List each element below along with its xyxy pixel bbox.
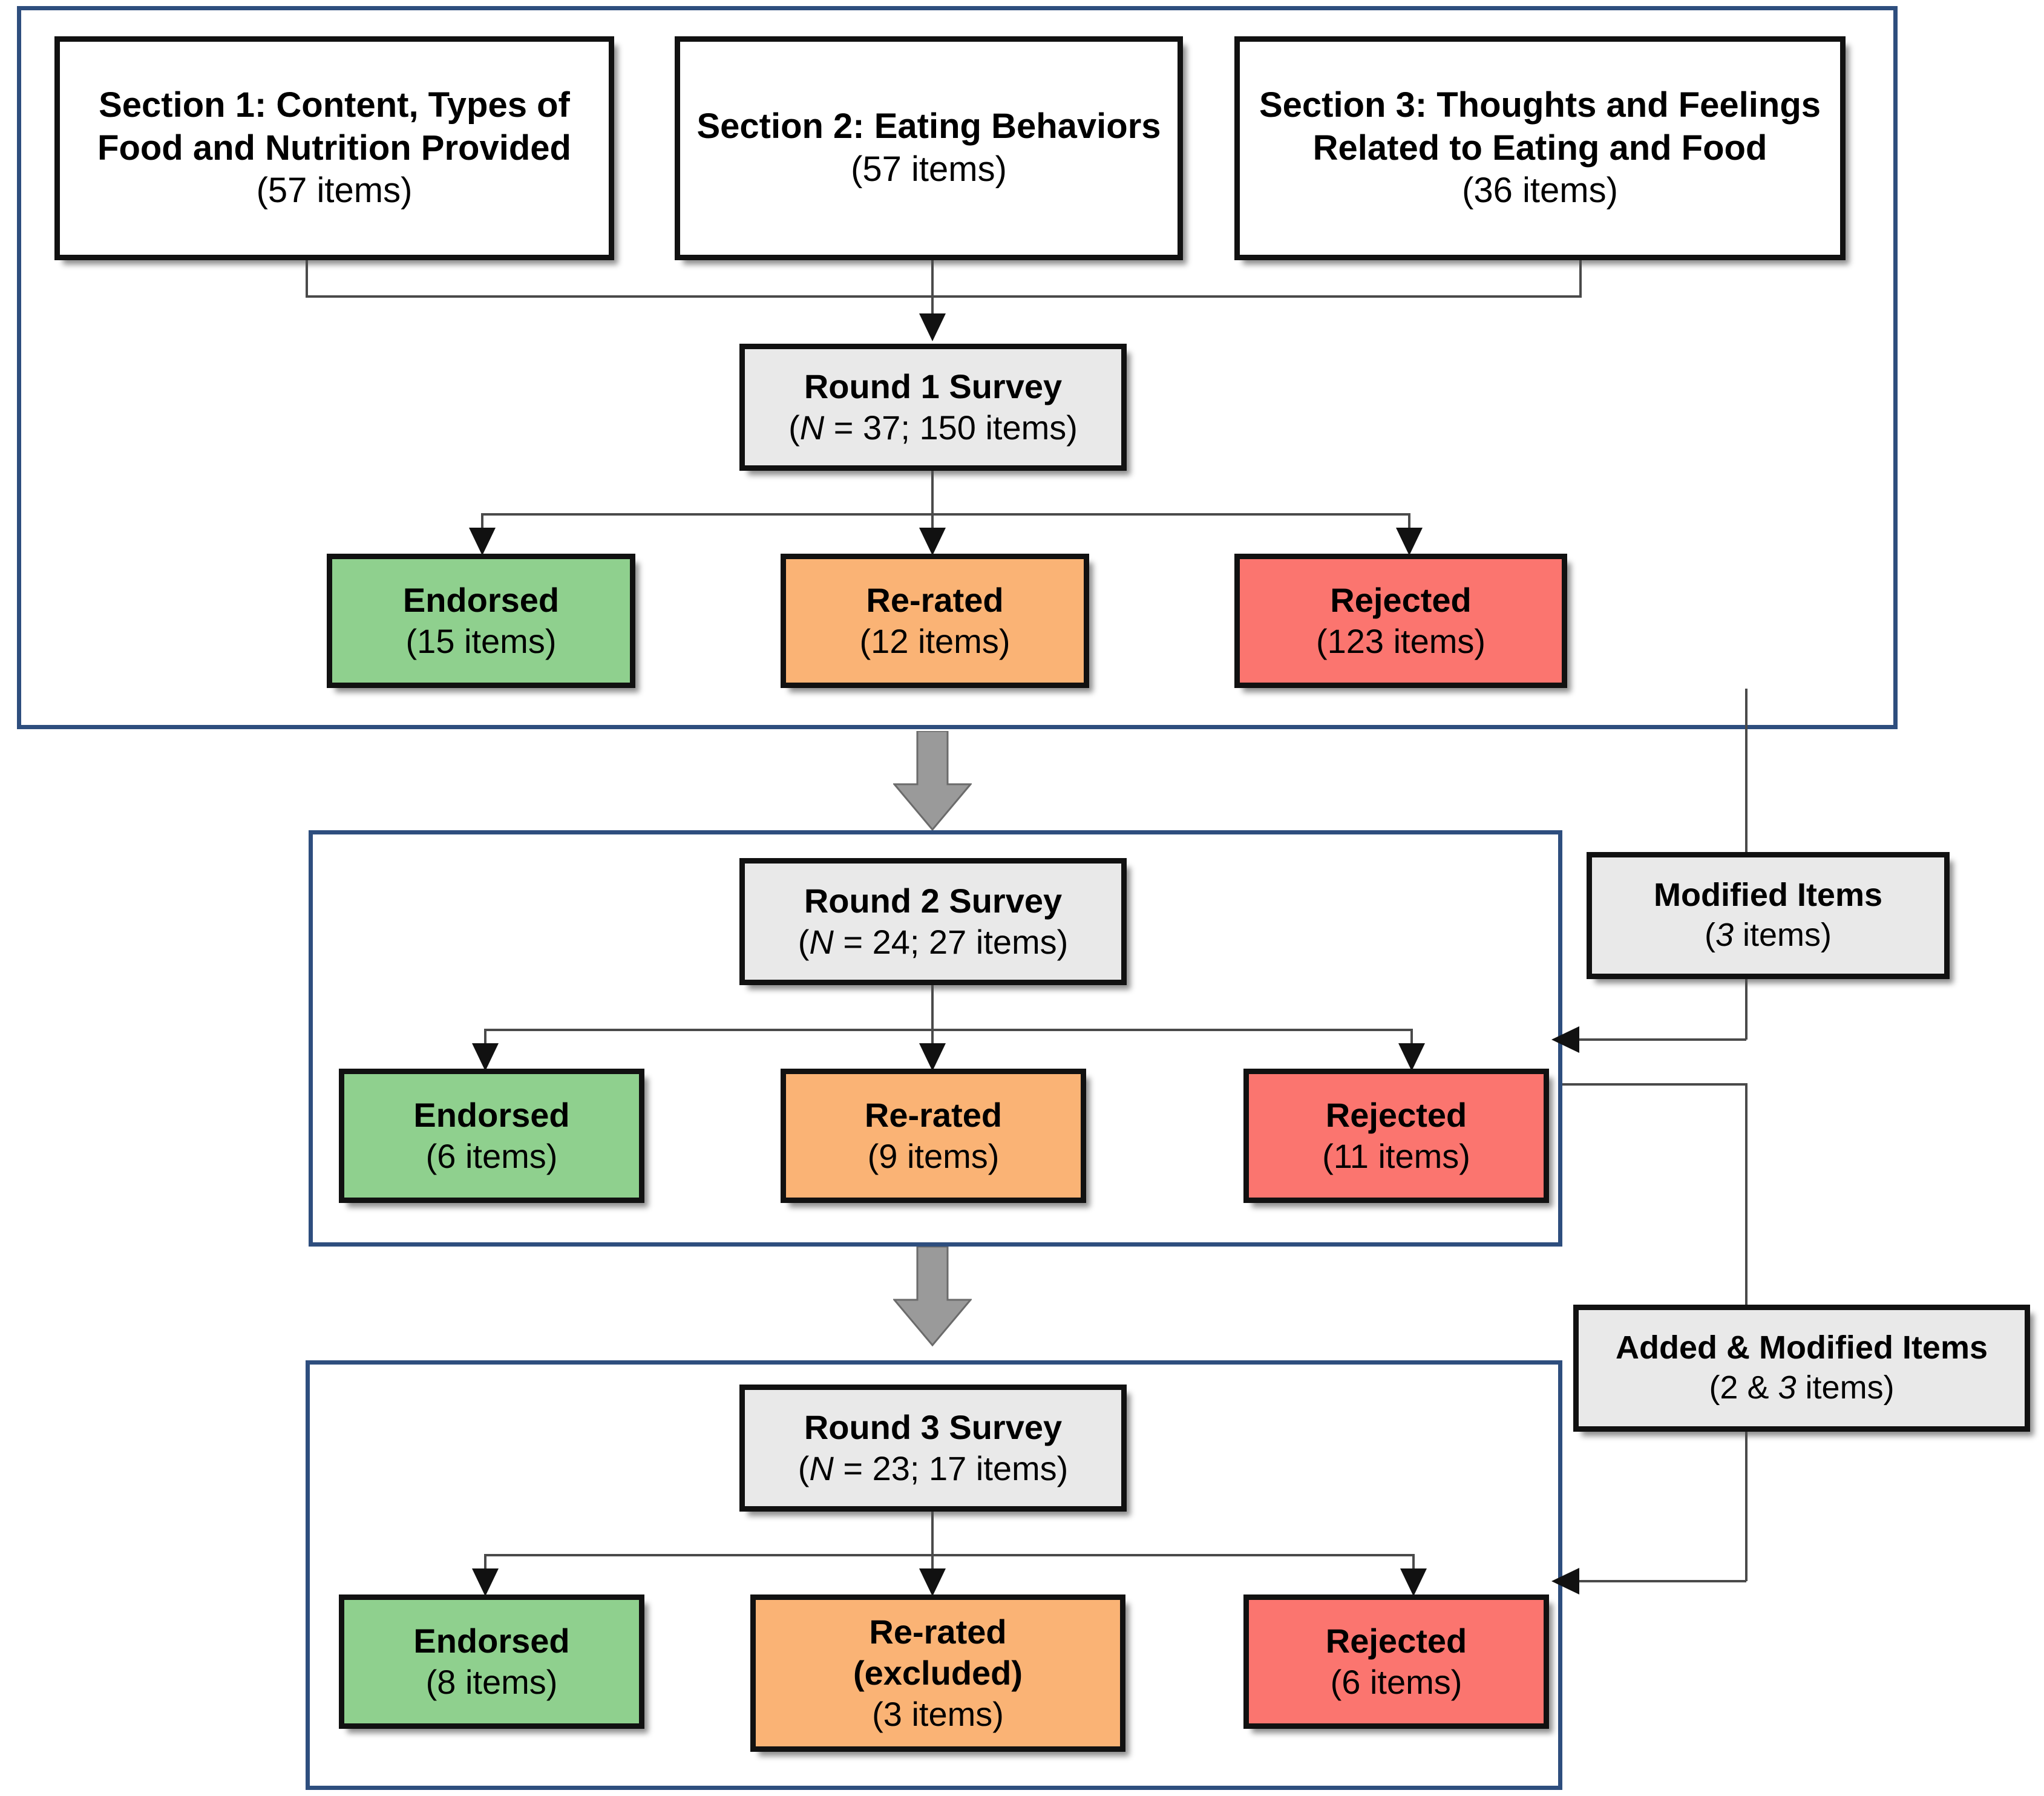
round-1-split-stem	[931, 471, 934, 514]
modified-items-box[interactable]: Modified Items (3 items)	[1587, 852, 1950, 979]
round-3-rerated-box[interactable]: Re-rated (excluded) (3 items)	[750, 1594, 1125, 1752]
round-2-rejected-box[interactable]: Rejected (11 items)	[1243, 1069, 1549, 1203]
round-2-rerated-box[interactable]: Re-rated (9 items)	[781, 1069, 1086, 1203]
round-2-survey-box[interactable]: Round 2 Survey (N = 24; 27 items)	[739, 858, 1127, 985]
added-modified-items-box[interactable]: Added & Modified Items (2 & 3 items)	[1573, 1305, 2030, 1432]
modified-items-out-line	[1745, 979, 1748, 1040]
round-1-endorsed-arrowhead	[469, 528, 496, 556]
round-2-rejected-count: (11 items)	[1322, 1137, 1470, 1175]
round-3-rerated-label2: (excluded)	[853, 1653, 1023, 1692]
round-1-split-bar	[481, 513, 1410, 516]
section-3-title-line1: Section 3: Thoughts and Feelings	[1259, 85, 1821, 125]
round-2-endorsed-label: Endorsed	[413, 1095, 570, 1134]
round-2-feedback-out-line	[1562, 1083, 1746, 1086]
section-3-drop-line	[1579, 260, 1582, 297]
section-1-title-line2: Food and Nutrition Provided	[97, 128, 571, 168]
round-1-survey-title: Round 1 Survey	[804, 367, 1063, 405]
round-2-split-bar	[484, 1029, 1413, 1031]
round-2-split-stem	[931, 985, 934, 1030]
modified-items-count: (3 items)	[1704, 917, 1832, 953]
round-3-survey-box[interactable]: Round 3 Survey (N = 23; 17 items)	[739, 1385, 1127, 1512]
round-1-rerated-box[interactable]: Re-rated (12 items)	[781, 554, 1089, 688]
round-2-rejected-arrowhead	[1398, 1043, 1425, 1071]
round-1-rejected-count: (123 items)	[1315, 622, 1486, 660]
added-modified-to-round-3-line	[1579, 1580, 1746, 1582]
section-2-title-line1: Section 2: Eating Behaviors	[696, 107, 1161, 146]
round-3-rejected-label: Rejected	[1325, 1621, 1467, 1660]
section-merge-bar	[306, 295, 1582, 298]
modified-items-arrowhead	[1551, 1026, 1579, 1053]
round-3-rejected-box[interactable]: Rejected (6 items)	[1243, 1594, 1549, 1729]
round-1-branch-right	[1408, 513, 1410, 539]
added-modified-arrowhead	[1551, 1568, 1579, 1594]
round-2-rerated-count: (9 items)	[867, 1137, 1000, 1175]
round-1-survey-box[interactable]: Round 1 Survey (N = 37; 150 items)	[739, 344, 1127, 471]
round-2-branch-left	[484, 1029, 486, 1054]
round-2-to-round-3-block-arrow	[893, 1247, 972, 1346]
section-3-box[interactable]: Section 3: Thoughts and Feelings Related…	[1234, 36, 1846, 260]
added-modified-items-title: Added & Modified Items	[1615, 1329, 1988, 1366]
round-1-rerated-label: Re-rated	[866, 580, 1004, 619]
round-3-rerated-count: (3 items)	[872, 1695, 1004, 1734]
round-3-branch-mid	[931, 1554, 934, 1579]
modified-items-to-round-2-line	[1579, 1038, 1746, 1041]
round-2-feedback-down-line	[1745, 1083, 1748, 1305]
round-2-rerated-arrowhead	[919, 1043, 946, 1071]
section-1-title-line1: Section 1: Content, Types of	[99, 85, 570, 125]
round-3-rerated-arrowhead	[919, 1568, 946, 1596]
round-2-endorsed-arrowhead	[472, 1043, 499, 1071]
section-2-count: (57 items)	[851, 149, 1007, 189]
round-1-input-arrowhead	[919, 313, 946, 341]
round-3-endorsed-count: (8 items)	[425, 1663, 558, 1701]
round-3-endorsed-label: Endorsed	[413, 1621, 570, 1660]
round-2-survey-title: Round 2 Survey	[804, 881, 1063, 920]
section-1-drop-line	[306, 260, 308, 297]
round-3-rejected-arrowhead	[1400, 1568, 1427, 1596]
section-1-box[interactable]: Section 1: Content, Types of Food and Nu…	[54, 36, 614, 260]
round-1-feedback-down-line	[1745, 689, 1748, 852]
round-2-branch-right	[1410, 1029, 1413, 1054]
round-3-survey-sub: (N = 23; 17 items)	[798, 1449, 1069, 1487]
added-modified-items-out-line	[1745, 1432, 1748, 1581]
round-3-endorsed-box[interactable]: Endorsed (8 items)	[339, 1594, 644, 1729]
round-2-branch-mid	[931, 1029, 934, 1054]
round-1-branch-mid	[931, 513, 934, 539]
section-2-box[interactable]: Section 2: Eating Behaviors (57 items)	[675, 36, 1183, 260]
added-modified-items-count: (2 & 3 items)	[1709, 1369, 1895, 1406]
round-3-endorsed-arrowhead	[472, 1568, 499, 1596]
round-1-endorsed-box[interactable]: Endorsed (15 items)	[327, 554, 635, 688]
round-1-endorsed-count: (15 items)	[405, 622, 557, 660]
round-2-rerated-label: Re-rated	[864, 1095, 1003, 1134]
round-3-branch-right	[1412, 1554, 1415, 1579]
round-3-split-stem	[931, 1512, 934, 1555]
round-2-endorsed-count: (6 items)	[425, 1137, 558, 1175]
round-1-to-round-2-block-arrow	[893, 731, 972, 831]
round-2-survey-sub: (N = 24; 27 items)	[798, 923, 1069, 961]
modified-items-title: Modified Items	[1653, 877, 1883, 914]
round-1-rerated-count: (12 items)	[859, 622, 1011, 660]
round-3-rejected-count: (6 items)	[1330, 1663, 1463, 1701]
round-1-survey-sub: (N = 37; 150 items)	[788, 408, 1078, 447]
round-1-rerated-arrowhead	[919, 528, 946, 556]
round-1-rejected-box[interactable]: Rejected (123 items)	[1234, 554, 1567, 688]
round-1-endorsed-label: Endorsed	[402, 580, 560, 619]
round-1-rejected-label: Rejected	[1330, 580, 1472, 619]
round-1-rejected-arrowhead	[1396, 528, 1423, 556]
round-3-rerated-label: Re-rated	[869, 1612, 1007, 1651]
round-3-branch-left	[484, 1554, 486, 1579]
round-2-endorsed-box[interactable]: Endorsed (6 items)	[339, 1069, 644, 1203]
section-2-drop-line	[931, 260, 934, 339]
round-3-survey-title: Round 3 Survey	[804, 1408, 1063, 1446]
section-3-count: (36 items)	[1462, 171, 1618, 211]
section-1-count: (57 items)	[256, 171, 413, 211]
section-3-title-line2: Related to Eating and Food	[1312, 128, 1767, 168]
round-2-rejected-label: Rejected	[1325, 1095, 1467, 1134]
round-3-split-bar	[484, 1554, 1415, 1556]
round-1-branch-left	[481, 513, 483, 539]
